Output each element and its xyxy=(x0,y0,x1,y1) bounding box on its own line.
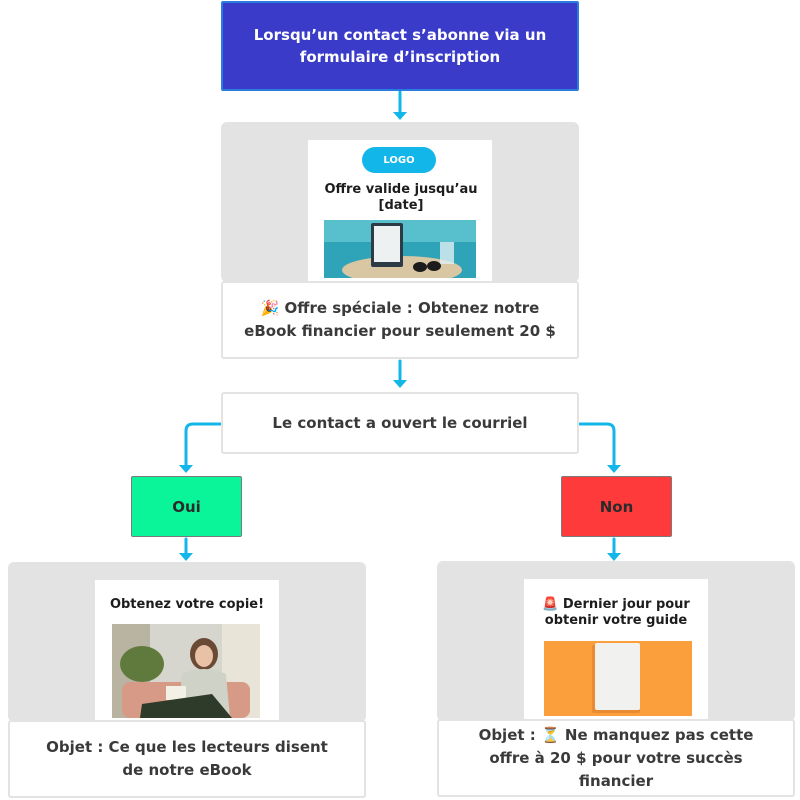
arrowhead xyxy=(393,112,407,120)
email-yes-preview-title: Obtenez votre copie! xyxy=(109,597,265,612)
email1-preview-image xyxy=(324,220,476,278)
arrowhead xyxy=(179,553,193,561)
hourglass-icon: ⏳ xyxy=(541,725,560,744)
email-no-subject-box[interactable]: Objet : ⏳ Ne manquez pas cette offre à 2… xyxy=(437,719,795,797)
email-yes-preview-image xyxy=(112,624,260,718)
connector-decision-to-yes xyxy=(184,422,223,468)
decision-text: Le contact a ouvert le courriel xyxy=(272,414,528,432)
email1-logo: LOGO xyxy=(362,147,436,173)
email1-subject: Offre spéciale : Obtenez notre eBook fin… xyxy=(244,299,556,340)
arrowhead xyxy=(607,465,621,473)
yes-label: Oui xyxy=(172,497,201,516)
arrowhead xyxy=(393,380,407,388)
trigger-text: Lorsqu’un contact s’abonne via un formul… xyxy=(253,26,547,66)
email-no-subject: Ne manquez pas cette offre à 20 $ pour v… xyxy=(489,725,754,790)
email-no-preview-title: 🚨 Dernier jour pour obtenir votre guide xyxy=(542,597,690,628)
siren-icon: 🚨 xyxy=(542,597,559,612)
decision-node[interactable]: Le contact a ouvert le courriel xyxy=(221,392,579,454)
connector-decision-to-no xyxy=(578,422,616,468)
party-popper-icon: 🎉 xyxy=(260,299,280,317)
email-yes-subject: Objet : Ce que les lecteurs disent de no… xyxy=(46,738,328,779)
email1-subject-box[interactable]: 🎉 Offre spéciale : Obtenez notre eBook f… xyxy=(221,281,579,359)
arrowhead xyxy=(179,465,193,473)
no-branch[interactable]: Non xyxy=(561,476,672,537)
email-yes-subject-box[interactable]: Objet : Ce que les lecteurs disent de no… xyxy=(8,720,366,798)
email1-preview-title: Offre valide jusqu’au [date] xyxy=(324,182,478,213)
yes-branch[interactable]: Oui xyxy=(131,476,242,537)
no-label: Non xyxy=(599,497,634,516)
arrowhead xyxy=(607,553,621,561)
email-no-subject-prefix: Objet : xyxy=(478,725,536,744)
trigger-node[interactable]: Lorsqu’un contact s’abonne via un formul… xyxy=(221,1,579,91)
email-no-preview-image xyxy=(544,641,692,716)
